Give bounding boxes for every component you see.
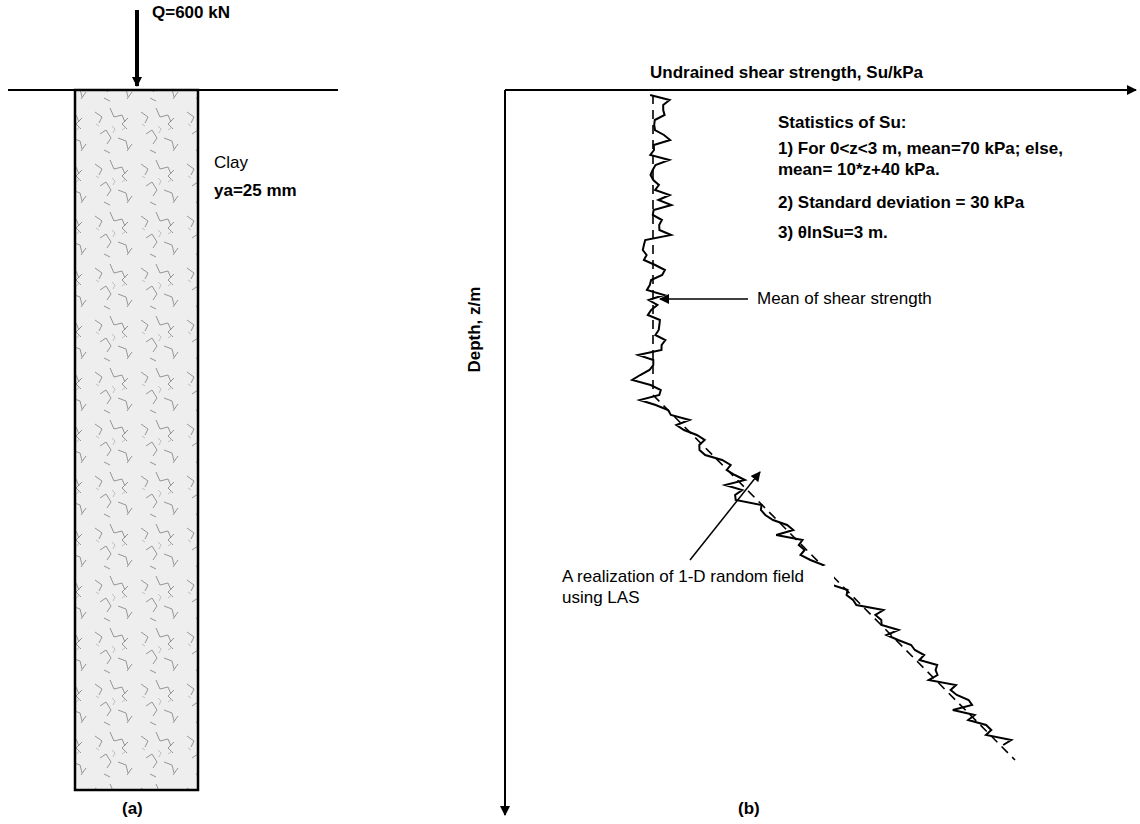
stats-note: 1) For 0<z<3 m, mean=70 kPa; else, mean=… (778, 138, 1108, 181)
callout-label: Mean of shear strength (755, 288, 934, 309)
leader-line (660, 298, 748, 300)
stats-note: 3) θlnSu=3 m. (778, 222, 888, 243)
pile-shaft (75, 90, 198, 790)
displacement-label: ya=25 mm (214, 180, 297, 201)
axis-title: Depth, z/m (464, 287, 485, 373)
panel-label: (a) (122, 798, 143, 819)
stats-heading: Statistics of Su: (778, 112, 906, 133)
leader-line (690, 472, 760, 560)
x-axis (505, 89, 1136, 91)
stats-note: 2) Standard deviation = 30 kPa (778, 192, 1024, 213)
y-axis (504, 90, 506, 815)
soil-label: Clay (214, 152, 248, 173)
random-field-realization (632, 95, 1011, 745)
axis-title: Undrained shear strength, Su/kPa (650, 62, 923, 83)
load-arrow (135, 10, 139, 86)
load-label: Q=600 kN (152, 2, 230, 23)
panel-label: (b) (738, 798, 760, 819)
callout-label: A realization of 1-D random field using … (560, 566, 834, 609)
